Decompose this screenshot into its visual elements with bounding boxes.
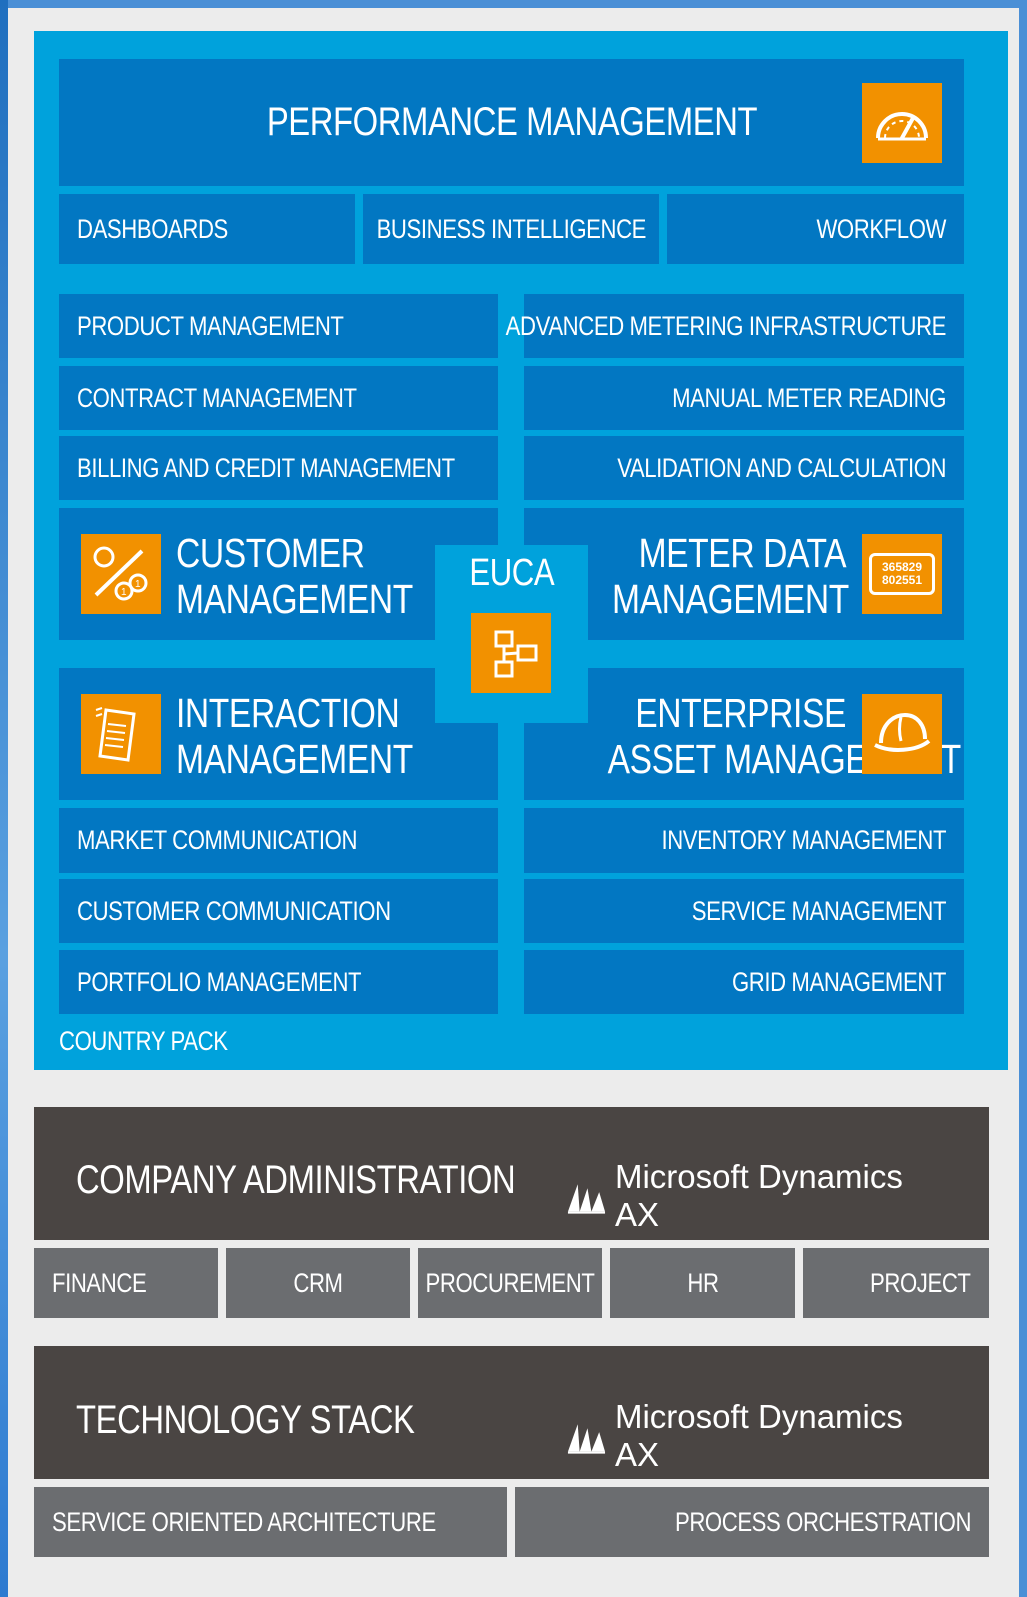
finance-module[interactable]: FINANCE	[34, 1248, 218, 1318]
procurement-module[interactable]: PROCUREMENT	[418, 1248, 602, 1318]
flowchart-icon	[471, 613, 551, 693]
meter-data-line2: MANAGEMENT	[611, 576, 849, 622]
technology-stack-text: TECHNOLOGY STACK	[76, 1398, 415, 1442]
service-oriented-architecture-label: SERVICE ORIENTED ARCHITECTURE	[52, 1506, 436, 1537]
product-management-label: PRODUCT MANAGEMENT	[77, 310, 344, 341]
tab-dashboards[interactable]: DASHBOARDS	[59, 194, 355, 264]
performance-management-block: PERFORMANCE MANAGEMENT	[59, 59, 964, 186]
company-administration-text: COMPANY ADMINISTRATION	[76, 1158, 516, 1202]
tab-business-intelligence-label: BUSINESS INTELLIGENCE	[376, 213, 646, 244]
market-communication-item[interactable]: MARKET COMMUNICATION	[59, 808, 498, 873]
country-pack-text: COUNTRY PACK	[59, 1026, 228, 1056]
dynamics-logo-icon	[567, 1184, 606, 1214]
tab-workflow-label: WORKFLOW	[816, 213, 946, 244]
meter-data-management-title: METER DATA MANAGEMENT	[560, 530, 849, 622]
company-administration-title: COMPANY ADMINISTRATION	[76, 1158, 612, 1203]
speedometer-icon	[862, 83, 942, 163]
country-pack-label: COUNTRY PACK	[59, 1026, 265, 1057]
finance-module-label: FINANCE	[52, 1267, 147, 1298]
dynamics-brand-admin-text: Microsoft Dynamics AX	[614, 1158, 903, 1233]
validation-calculation-item[interactable]: VALIDATION AND CALCULATION	[524, 436, 964, 500]
document-icon	[81, 694, 161, 774]
meter-counter-icon: 365829 802551	[862, 534, 942, 614]
technology-stack-title: TECHNOLOGY STACK	[76, 1398, 489, 1443]
customer-communication-label: CUSTOMER COMMUNICATION	[77, 895, 391, 926]
procurement-module-label: PROCUREMENT	[425, 1267, 595, 1298]
company-administration-block	[34, 1107, 989, 1240]
tab-dashboards-label: DASHBOARDS	[77, 213, 228, 244]
process-orchestration-label: PROCESS ORCHESTRATION	[674, 1506, 971, 1537]
advanced-metering-item[interactable]: ADVANCED METERING INFRASTRUCTURE	[506, 294, 964, 358]
market-communication-label: MARKET COMMUNICATION	[77, 825, 358, 855]
manual-meter-reading-label: MANUAL METER READING	[672, 382, 946, 413]
euca-label-text: EUCA	[469, 552, 554, 594]
crm-module-label: CRM	[293, 1267, 343, 1298]
contract-management-label: CONTRACT MANAGEMENT	[77, 382, 357, 413]
performance-management-title: PERFORMANCE MANAGEMENT	[266, 100, 757, 144]
meter-icon-line2: 802551	[881, 573, 923, 587]
validation-calculation-label: VALIDATION AND CALCULATION	[617, 452, 946, 483]
service-oriented-architecture-module[interactable]: SERVICE ORIENTED ARCHITECTURE	[34, 1487, 507, 1557]
crm-module[interactable]: CRM	[226, 1248, 410, 1318]
portfolio-management-item[interactable]: PORTFOLIO MANAGEMENT	[59, 950, 498, 1014]
svg-text:1: 1	[121, 587, 127, 598]
inventory-management-item[interactable]: INVENTORY MANAGEMENT	[524, 808, 964, 873]
percent-coins-icon: 1 1	[81, 534, 161, 614]
interaction-management-line1: INTERACTION	[176, 690, 400, 736]
background-edge	[0, 0, 8, 1597]
customer-communication-item[interactable]: CUSTOMER COMMUNICATION	[59, 879, 498, 943]
interaction-management-line2: MANAGEMENT	[176, 736, 413, 782]
portfolio-management-label: PORTFOLIO MANAGEMENT	[77, 966, 362, 997]
grid-management-item[interactable]: GRID MANAGEMENT	[524, 950, 964, 1014]
tab-workflow[interactable]: WORKFLOW	[667, 194, 964, 264]
customer-management-line2: MANAGEMENT	[176, 576, 413, 622]
euca-label: EUCA	[435, 552, 588, 595]
hr-module[interactable]: HR	[610, 1248, 795, 1318]
project-module-label: PROJECT	[870, 1267, 972, 1298]
dynamics-brand-admin: Microsoft Dynamics AX	[566, 1158, 946, 1234]
inventory-management-label: INVENTORY MANAGEMENT	[661, 825, 946, 855]
billing-credit-management-item[interactable]: BILLING AND CREDIT MANAGEMENT	[59, 436, 498, 500]
customer-management-line1: CUSTOMER	[176, 530, 365, 576]
contract-management-item[interactable]: CONTRACT MANAGEMENT	[59, 366, 498, 430]
technology-stack-block	[34, 1346, 989, 1479]
hard-hat-icon	[862, 694, 942, 774]
product-management-item[interactable]: PRODUCT MANAGEMENT	[59, 294, 498, 358]
dynamics-brand-tech-text: Microsoft Dynamics AX	[614, 1398, 903, 1473]
hr-module-label: HR	[686, 1267, 719, 1298]
interaction-management-title: INTERACTION MANAGEMENT	[176, 690, 465, 782]
tab-business-intelligence[interactable]: BUSINESS INTELLIGENCE	[363, 194, 659, 264]
service-management-label: SERVICE MANAGEMENT	[691, 895, 947, 926]
dynamics-logo-icon	[567, 1424, 606, 1454]
billing-credit-management-label: BILLING AND CREDIT MANAGEMENT	[77, 452, 455, 483]
advanced-metering-label: ADVANCED METERING INFRASTRUCTURE	[505, 310, 947, 341]
customer-management-title: CUSTOMER MANAGEMENT	[176, 530, 465, 622]
process-orchestration-module[interactable]: PROCESS ORCHESTRATION	[515, 1487, 989, 1557]
enterprise-asset-line1: ENTERPRISE	[635, 690, 846, 736]
meter-data-line1: METER DATA	[638, 530, 846, 576]
manual-meter-reading-item[interactable]: MANUAL METER READING	[524, 366, 964, 430]
grid-management-label: GRID MANAGEMENT	[731, 966, 946, 997]
svg-text:1: 1	[135, 579, 141, 590]
dynamics-brand-tech: Microsoft Dynamics AX	[566, 1398, 946, 1474]
service-management-item[interactable]: SERVICE MANAGEMENT	[524, 879, 964, 943]
project-module[interactable]: PROJECT	[803, 1248, 989, 1318]
meter-icon-line1: 365829	[881, 560, 923, 574]
